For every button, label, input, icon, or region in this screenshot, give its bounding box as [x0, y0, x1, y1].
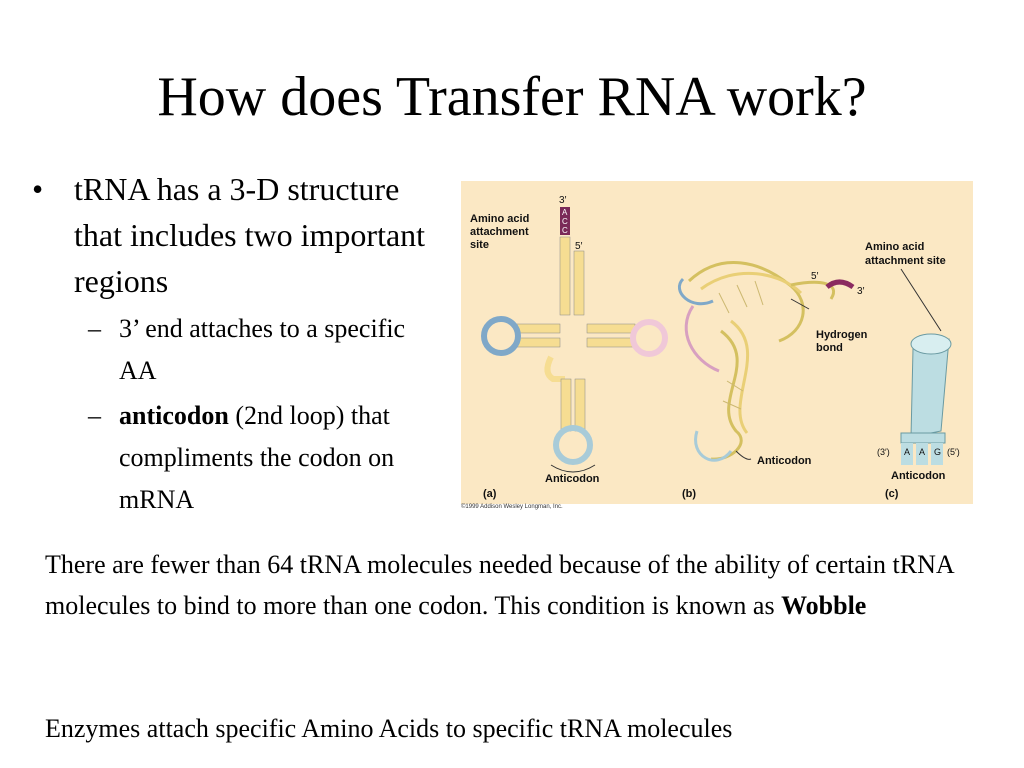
anticodon-bracket-a [550, 464, 596, 473]
c-base-box [901, 443, 913, 465]
c-base-2: A [919, 447, 925, 457]
wobble-term: Wobble [781, 591, 867, 620]
acc-base-1: A [562, 208, 568, 217]
bullet-list: • tRNA has a 3-D structure that includes… [32, 166, 442, 521]
ribbon-strand-2 [700, 271, 803, 295]
ribbon-strand-3 [710, 329, 743, 461]
c-base-3: G [934, 447, 941, 457]
hydrogen-label-1: Hydrogen [816, 329, 868, 341]
trna-base [900, 432, 946, 444]
c-base-box [931, 443, 943, 465]
a-label-2: attachment [470, 226, 529, 238]
c-five-prime: (5′) [947, 447, 960, 457]
anticodon-stem-right [574, 378, 586, 432]
ribbon-hbond [722, 400, 742, 410]
ribbon-d-loop [677, 277, 714, 306]
ribbon-hbond [754, 280, 764, 306]
a-five-prime: 5′ [575, 241, 583, 252]
a-label-1: Amino acid [470, 213, 529, 225]
sub-bullet-text: (2nd loop) that compliments the codon on… [119, 401, 395, 514]
bullet-item: • tRNA has a 3-D structure that includes… [32, 166, 442, 304]
panel-c-label: (c) [885, 488, 899, 500]
ribbon-hbond [726, 380, 744, 392]
d-arm-top [515, 323, 561, 334]
sub-bullet-dash: – [88, 314, 101, 343]
wobble-paragraph: There are fewer than 64 tRNA molecules n… [45, 544, 1005, 626]
anticodon-stem-left [560, 378, 572, 432]
c-three-prime: (3′) [877, 447, 890, 457]
anticodon-term: anticodon [119, 401, 229, 430]
t-arm-bottom [586, 337, 636, 348]
acc-strip [560, 207, 570, 235]
panel-b-label: (b) [682, 488, 696, 500]
ribbon-3prime-end [825, 279, 855, 290]
a-anticodon-label: Anticodon [545, 473, 600, 485]
ribbon-anticodon [694, 430, 733, 462]
c-anticodon-label: Anticodon [891, 470, 946, 482]
ribbon-acceptor [790, 280, 835, 300]
wobble-text: There are fewer than 64 tRNA molecules n… [45, 550, 954, 620]
acc-base-3: C [562, 226, 568, 235]
d-loop [481, 316, 521, 356]
hydrogen-label-2: bond [816, 342, 843, 354]
anticodon-bracket-b [735, 450, 752, 460]
d-arm-bottom [515, 337, 561, 348]
hbond-pointer [790, 298, 810, 310]
b-three-prime: 3′ [857, 286, 865, 297]
bullet-text: tRNA has a 3-D structure that includes t… [74, 171, 426, 299]
c-label-2: attachment site [865, 255, 946, 267]
acceptor-stem-left [559, 236, 571, 316]
sub-bullet-dash: – [88, 401, 101, 430]
figure-credit: ©1999 Addison Wesley Longman, Inc. [461, 504, 563, 510]
c-label-1: Amino acid [865, 241, 924, 253]
acceptor-stem-right [573, 250, 585, 316]
a-label-3: site [470, 239, 489, 251]
enzymes-paragraph: Enzymes attach specific Amino Acids to s… [45, 714, 733, 743]
c-base-box [916, 443, 928, 465]
c-base-1: A [904, 447, 910, 457]
ribbon-t-loop [684, 305, 720, 373]
acc-base-2: C [562, 217, 568, 226]
trna-diagram: Amino acid attachment site 3′ 5′ A C C A… [470, 195, 960, 500]
sub-bullet-text: 3’ end attaches to a specific AA [119, 314, 406, 385]
trna-figure: Amino acid attachment site 3′ 5′ A C C A… [461, 181, 973, 504]
a-three-prime: 3′ [559, 195, 567, 206]
b-anticodon-label: Anticodon [757, 455, 812, 467]
trna-top [910, 333, 952, 355]
ribbon-hbond [736, 284, 748, 308]
b-five-prime: 5′ [811, 271, 819, 282]
slide-title: How does Transfer RNA work? [157, 66, 867, 128]
variable-loop [544, 355, 565, 382]
ribbon-hbond [718, 292, 730, 314]
sub-bullet-2: – anticodon (2nd loop) that compliments … [32, 395, 442, 521]
panel-a-label: (a) [483, 488, 497, 500]
anticodon-loop [553, 425, 593, 465]
attachment-pointer [900, 268, 942, 332]
bullet-dot: • [32, 171, 44, 207]
sub-bullet-1: – 3’ end attaches to a specific AA [32, 308, 442, 392]
t-loop [630, 319, 668, 357]
ribbon-strand-4 [730, 319, 750, 434]
t-arm-top [586, 323, 636, 334]
